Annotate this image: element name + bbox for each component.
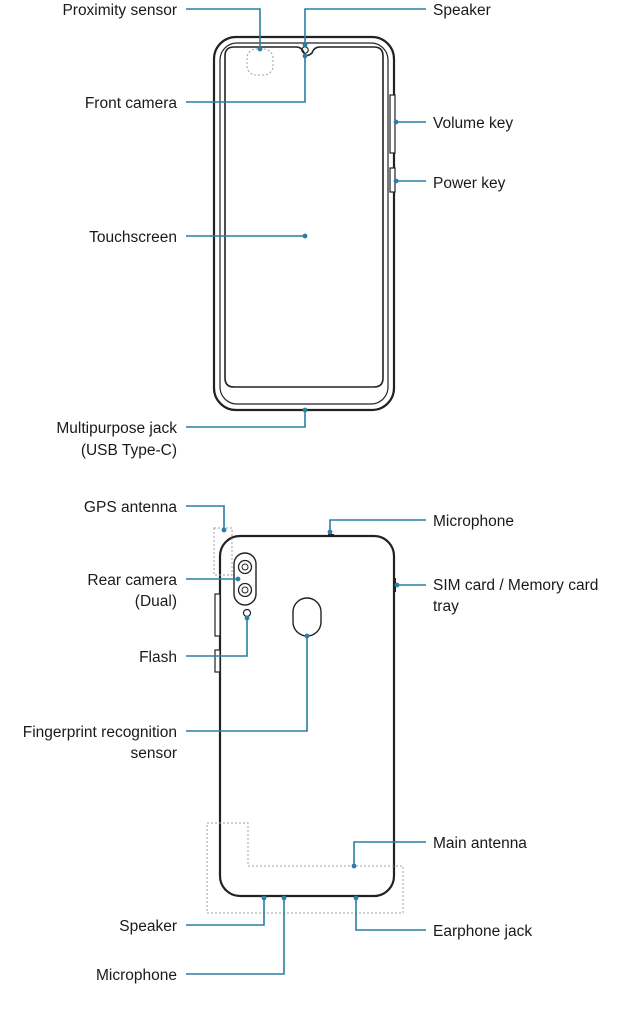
front-body-inner [219, 42, 389, 405]
back-phone [206, 527, 404, 914]
rear-camera-lens-2 [237, 582, 253, 598]
front-body-outline [212, 35, 396, 412]
label-sim-tray: SIM card / Memory card [433, 577, 598, 594]
label-speaker-top: Speaker [433, 2, 491, 19]
front-leaders [186, 8, 426, 428]
back-side-key-1 [214, 593, 221, 637]
label-rear-camera: Rear camera [87, 572, 177, 589]
label-flash: Flash [139, 649, 177, 666]
label-sim-tray-2: tray [433, 598, 459, 615]
gps-antenna-area [213, 527, 233, 576]
fingerprint-sensor-shape [292, 597, 322, 637]
label-touchscreen: Touchscreen [89, 229, 177, 246]
label-main-antenna: Main antenna [433, 835, 527, 852]
label-usb-type-c: (USB Type-C) [81, 442, 177, 459]
label-microphone-top: Microphone [433, 513, 514, 530]
back-leaders [186, 505, 426, 975]
label-power-key: Power key [433, 175, 506, 192]
proximity-sensor-area [246, 48, 274, 76]
label-earphone-jack: Earphone jack [433, 923, 532, 940]
back-body-outline [218, 534, 396, 898]
volume-key-shape [389, 94, 396, 154]
label-fingerprint-sensor: sensor [130, 745, 177, 762]
label-multipurpose-jack: Multipurpose jack [56, 420, 177, 437]
label-proximity-sensor: Proximity sensor [62, 2, 177, 19]
label-gps-antenna: GPS antenna [84, 499, 177, 516]
label-volume-key: Volume key [433, 115, 513, 132]
back-side-key-2 [214, 649, 221, 673]
front-screen-outline [224, 46, 384, 388]
label-rear-camera-dual: (Dual) [135, 593, 177, 610]
flash-shape [242, 608, 252, 618]
main-antenna-area [206, 822, 404, 914]
label-fingerprint: Fingerprint recognition [23, 724, 177, 741]
label-microphone-bottom: Microphone [96, 967, 177, 984]
rear-camera-lens-1 [237, 559, 253, 575]
label-front-camera: Front camera [85, 95, 178, 112]
label-speaker-bottom: Speaker [119, 918, 177, 935]
top-microphone-hole [328, 534, 334, 536]
